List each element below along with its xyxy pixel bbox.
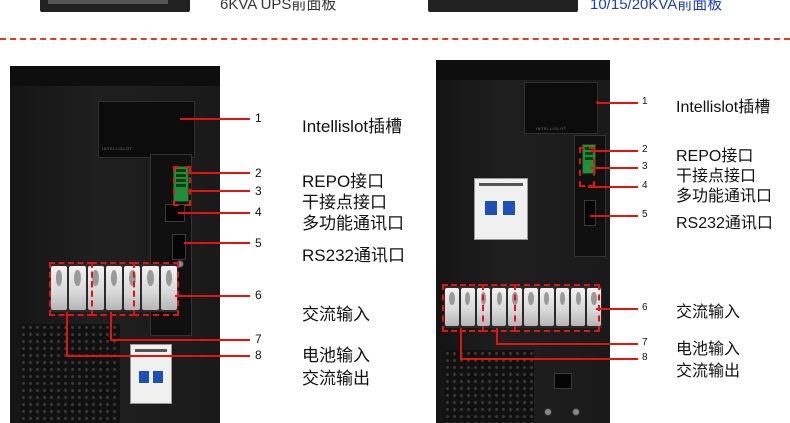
leader-1 bbox=[598, 102, 638, 104]
leader-1 bbox=[180, 118, 250, 120]
label-multifunction: 多功能通讯口 bbox=[676, 188, 773, 205]
leader-5 bbox=[590, 215, 638, 217]
right-caption: 10/15/20KVA前面板 bbox=[590, 0, 723, 13]
callout-num-3: 3 bbox=[642, 161, 648, 172]
callout-num-1: 1 bbox=[255, 111, 262, 125]
callout-num-5: 5 bbox=[642, 209, 648, 220]
leader-dot bbox=[596, 101, 599, 104]
leader-3 bbox=[591, 167, 638, 169]
label-rs232: RS232通讯口 bbox=[302, 246, 405, 265]
vent-grille bbox=[444, 350, 534, 423]
label-ac-input: 交流输入 bbox=[302, 305, 370, 324]
callout-num-6: 6 bbox=[255, 288, 262, 302]
leader-3 bbox=[187, 190, 250, 192]
callout-box-ac-out bbox=[133, 262, 179, 316]
leader-2 bbox=[591, 150, 638, 152]
vent-grille bbox=[20, 324, 120, 423]
leader-4 bbox=[588, 186, 638, 188]
label-repo: REPO接口 bbox=[676, 148, 754, 165]
terminal-block bbox=[50, 264, 178, 312]
label-multifunction: 多功能通讯口 bbox=[302, 214, 404, 233]
callout-box-battery bbox=[482, 284, 516, 332]
left-caption: 6KVA UPS前面板 bbox=[220, 0, 337, 13]
label-dry-contact: 干接点接口 bbox=[676, 168, 757, 185]
top-strip: 6KVA UPS前面板 10/15/20KVA前面板 bbox=[0, 0, 790, 22]
label-ac-output: 交流输出 bbox=[302, 369, 370, 388]
label-battery-input: 电池输入 bbox=[302, 346, 370, 365]
section-divider bbox=[0, 38, 790, 40]
leader-6 bbox=[175, 295, 250, 297]
screw bbox=[572, 408, 580, 416]
rs232-port bbox=[172, 234, 186, 260]
label-intellislot: Intellislot插槽 bbox=[676, 99, 771, 116]
intellislot-slot bbox=[98, 101, 195, 158]
leader-7 bbox=[496, 343, 638, 345]
callout-num-4: 4 bbox=[642, 180, 648, 191]
callout-box-repo bbox=[173, 166, 191, 206]
leader-5 bbox=[184, 242, 250, 244]
callout-num-3: 3 bbox=[255, 184, 262, 198]
cabinet-top bbox=[10, 66, 220, 86]
callout-num-2: 2 bbox=[642, 144, 648, 155]
callout-num-1: 1 bbox=[642, 96, 648, 107]
output-breaker bbox=[130, 344, 172, 404]
leader-8-vert bbox=[66, 312, 68, 356]
callout-num-6: 6 bbox=[642, 302, 648, 313]
callout-num-7: 7 bbox=[642, 337, 648, 348]
label-rs232: RS232通讯口 bbox=[676, 215, 773, 232]
callout-num-2: 2 bbox=[255, 166, 262, 180]
callout-num-8: 8 bbox=[642, 352, 648, 363]
label-dry-contact: 干接点接口 bbox=[302, 193, 387, 212]
label-ac-output: 交流输出 bbox=[676, 363, 741, 380]
callout-box-ac-in bbox=[49, 262, 93, 316]
label-ac-input: 交流输入 bbox=[676, 304, 741, 321]
callout-num-7: 7 bbox=[255, 332, 262, 346]
ups-left-cabinet: INTELLISLOT bbox=[10, 66, 220, 423]
label-repo: REPO接口 bbox=[302, 172, 385, 191]
input-breaker bbox=[474, 178, 528, 240]
callout-num-8: 8 bbox=[255, 348, 262, 362]
leader-6 bbox=[596, 308, 638, 310]
leader-8 bbox=[460, 358, 638, 360]
leader-2 bbox=[187, 172, 250, 174]
product-image-20kva-top bbox=[428, 0, 578, 12]
screw bbox=[544, 408, 552, 416]
cabinet-top bbox=[436, 60, 610, 80]
rs232-port bbox=[584, 200, 596, 226]
callout-box-battery bbox=[91, 262, 135, 316]
ups-right-cabinet: INTELLISLOT bbox=[436, 60, 610, 423]
callout-box-ac-in bbox=[442, 284, 484, 332]
callout-num-4: 4 bbox=[255, 205, 262, 219]
label-battery-input: 电池输入 bbox=[676, 341, 741, 358]
intellislot-print: INTELLISLOT bbox=[536, 126, 567, 131]
leader-7 bbox=[110, 339, 250, 341]
leader-8-vert bbox=[460, 328, 462, 359]
intellislot-print: INTELLISLOT bbox=[102, 146, 133, 151]
leader-7-vert bbox=[496, 328, 498, 344]
leader-8 bbox=[66, 355, 250, 357]
label-intellislot: Intellislot插槽 bbox=[302, 117, 403, 136]
callout-num-5: 5 bbox=[255, 236, 262, 250]
callout-box-ac-out bbox=[514, 284, 600, 332]
product-image-6kva-top bbox=[40, 0, 190, 12]
ground-terminal bbox=[554, 373, 572, 389]
leader-7-vert bbox=[110, 312, 112, 340]
leader-4 bbox=[178, 212, 250, 214]
intellislot-slot bbox=[524, 82, 598, 134]
